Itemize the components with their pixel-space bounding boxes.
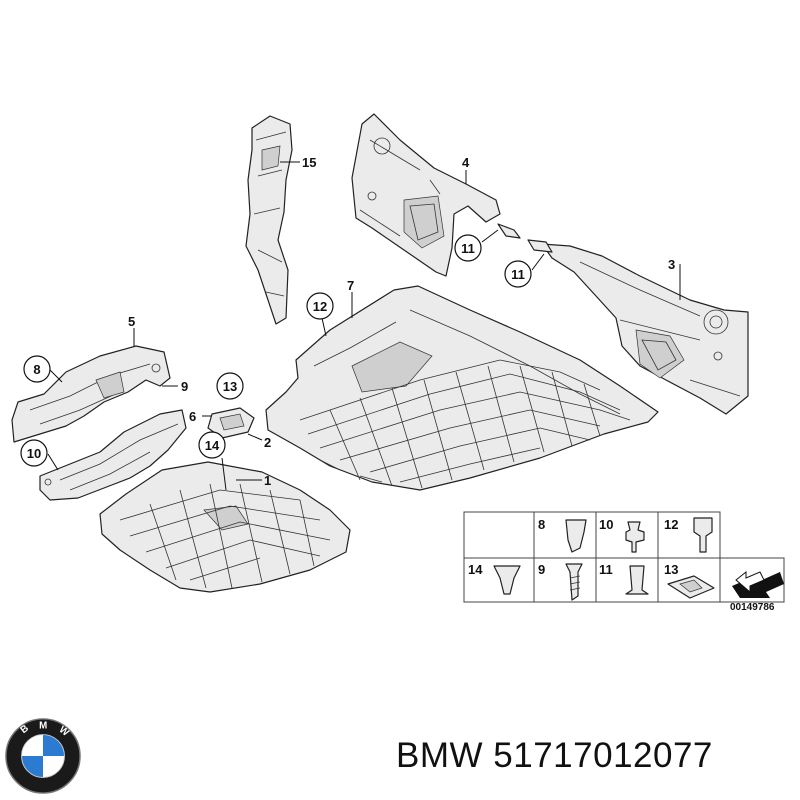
- callout-11-upper: 11: [461, 241, 475, 256]
- legend-cell-9: [533, 557, 597, 603]
- callout-15: 15: [302, 155, 316, 170]
- legend-label-12: 12: [664, 517, 678, 532]
- callout-circle-11-lower: [504, 260, 532, 288]
- callout-circle-8: [23, 355, 51, 383]
- part-number: 51717012077: [493, 736, 713, 775]
- callout-12: 12: [313, 299, 327, 314]
- push-clip-icon: [493, 565, 521, 595]
- spacer-sleeve-icon: [625, 565, 649, 595]
- svg-text:M: M: [39, 721, 47, 732]
- legend-label-14: 14: [468, 562, 483, 577]
- callout-circle-13: [216, 372, 244, 400]
- part-2-bracket: [207, 407, 255, 439]
- screw-icon: [565, 563, 583, 601]
- callout-circle-12: [306, 292, 334, 320]
- callout-13: 13: [223, 379, 237, 394]
- push-nut-icon: [693, 517, 713, 553]
- part-11-clip-upper: [497, 223, 521, 239]
- part-number-caption: BMW 51717012077: [396, 736, 713, 776]
- callout-9: 9: [181, 379, 188, 394]
- callout-10: 10: [27, 446, 41, 461]
- part-7-grid: [299, 359, 631, 489]
- legend-cell-11: [595, 557, 659, 603]
- legend-label-8: 8: [538, 517, 545, 532]
- legend-label-9: 9: [538, 562, 545, 577]
- callout-circle-11-upper: [454, 234, 482, 262]
- diagram-id: 00149786: [730, 602, 775, 613]
- brand-name: BMW: [396, 736, 484, 775]
- callout-5: 5: [128, 314, 135, 329]
- callout-4: 4: [462, 155, 470, 170]
- part-lower-left-strip: [39, 409, 187, 501]
- legend-label-13: 13: [664, 562, 678, 577]
- bmw-logo: B M W: [5, 718, 81, 794]
- callout-8: 8: [33, 362, 40, 377]
- direction-arrow-icon: [732, 572, 784, 598]
- part-5-left-shield: [11, 345, 171, 443]
- stud-bolt-icon: [625, 521, 645, 553]
- legend-cell-14: [463, 557, 535, 603]
- part-1-lower-panel: [99, 461, 351, 593]
- legend-cell-empty: [463, 511, 545, 559]
- callout-14: 14: [205, 438, 220, 453]
- callout-7: 7: [347, 278, 354, 293]
- part-15-insulation-strip: [245, 115, 293, 325]
- callout-6: 6: [189, 409, 196, 424]
- callout-1: 1: [264, 473, 271, 488]
- expansion-rivet-icon: [565, 519, 587, 553]
- legend-label-10: 10: [599, 517, 613, 532]
- part-7-underbody-panel: [265, 285, 659, 491]
- part-11-clip-lower: [527, 239, 553, 253]
- callout-circle-10: [20, 439, 48, 467]
- part-3-bulkhead-panel: [541, 243, 749, 415]
- callout-circle-14: [198, 431, 226, 459]
- part-4-bulkhead-panel: [351, 113, 501, 277]
- callout-2: 2: [264, 435, 271, 450]
- callout-11-lower: 11: [511, 267, 525, 282]
- legend-label-11: 11: [599, 562, 613, 577]
- fastener-legend-table: 8 10 12 14 9 11 13 00149786: [463, 511, 785, 613]
- callout-3: 3: [668, 257, 675, 272]
